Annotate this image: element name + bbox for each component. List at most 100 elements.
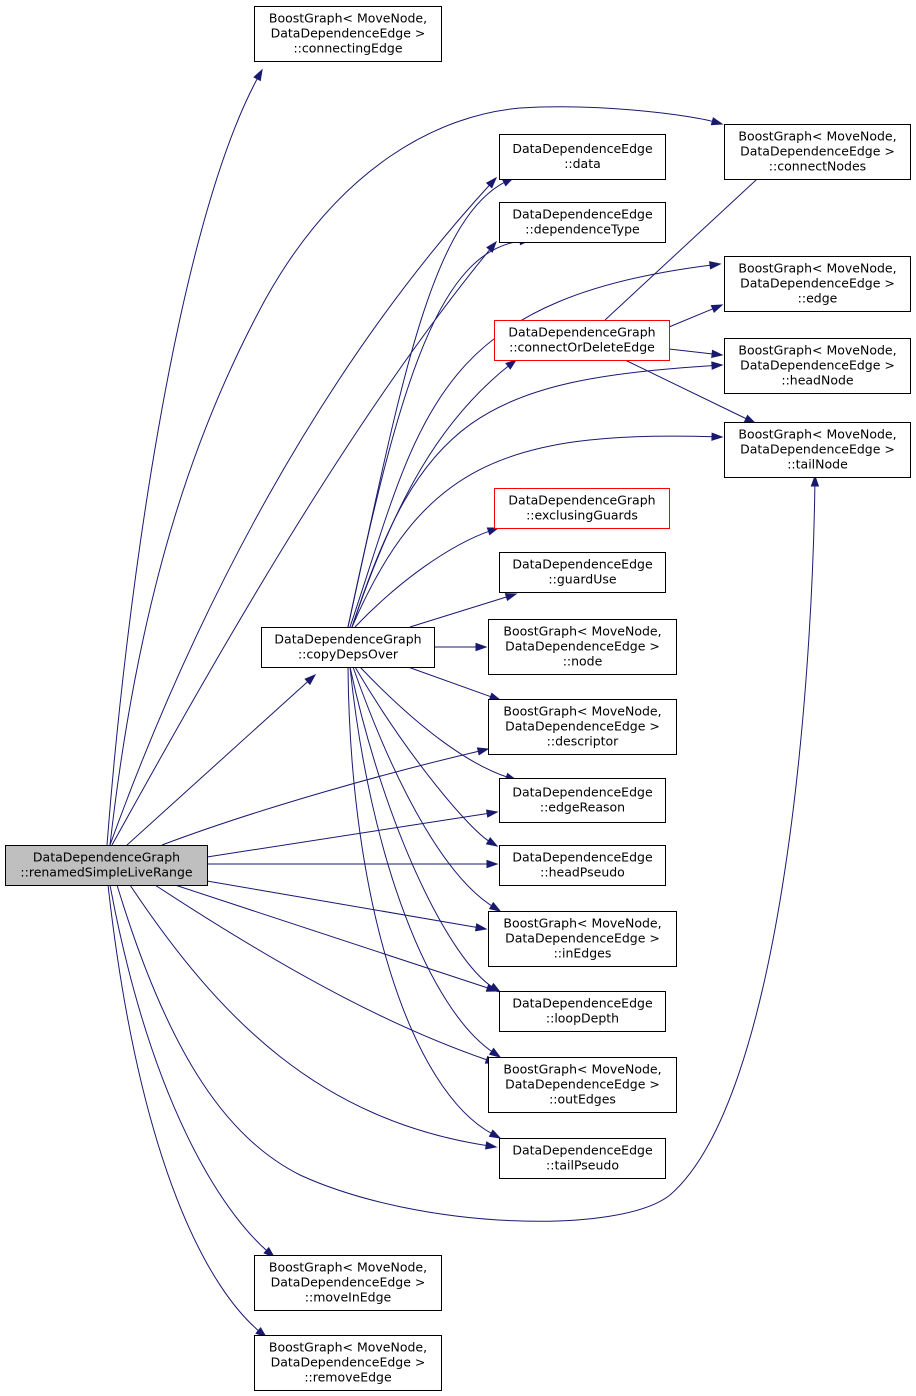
edge-copy-deps-over-to-exclusing-guards: [354, 527, 500, 628]
node-label-line: BoostGraph< MoveNode,: [738, 261, 896, 276]
node-copy-deps-over[interactable]: DataDependenceGraph::copyDepsOver: [261, 627, 435, 668]
node-label-line: BoostGraph< MoveNode,: [503, 1062, 661, 1077]
node-box: [724, 124, 911, 180]
arrow-head-icon: [711, 349, 724, 359]
arrow-head-icon: [485, 176, 498, 189]
node-head-node[interactable]: BoostGraph< MoveNode,DataDependenceEdge …: [724, 338, 911, 394]
node-label-line: BoostGraph< MoveNode,: [269, 1260, 427, 1275]
edge-copy-deps-over-to-in-edges: [352, 666, 502, 912]
edge-renamed-simple-live-range-to-remove-edge: [107, 884, 268, 1338]
edge-renamed-simple-live-range-to-connect-nodes: [109, 106, 724, 846]
edge-line: [126, 679, 310, 846]
node-label-line: DataDependenceEdge >: [505, 639, 660, 654]
node-label-line: DataDependenceEdge: [512, 557, 653, 572]
edge-line: [668, 348, 715, 355]
node-move-in-edge[interactable]: BoostGraph< MoveNode,DataDependenceEdge …: [254, 1255, 442, 1311]
edge-connect-or-delete-edge-to-edge: [668, 304, 724, 328]
edge-line: [352, 666, 494, 908]
edge-line: [668, 307, 715, 328]
node-label-line: ::guardUse: [548, 572, 616, 587]
edge-line: [349, 264, 713, 628]
node-label-line: ::exclusingGuards: [526, 508, 638, 523]
arrow-head-icon: [486, 859, 499, 869]
node-label-line: BoostGraph< MoveNode,: [738, 343, 896, 358]
arrow-head-icon: [488, 901, 502, 912]
edge-renamed-simple-live-range-to-descriptor: [161, 747, 490, 846]
arrow-head-icon: [475, 642, 488, 652]
node-label-line: BoostGraph< MoveNode,: [269, 11, 427, 26]
arrow-head-icon: [253, 68, 263, 82]
node-box: [499, 1138, 666, 1179]
edge-renamed-simple-live-range-to-edge-reason: [206, 809, 499, 858]
node-label-line: ::copyDepsOver: [298, 647, 399, 662]
node-edge[interactable]: BoostGraph< MoveNode,DataDependenceEdge …: [724, 256, 911, 312]
node-node[interactable]: BoostGraph< MoveNode,DataDependenceEdge …: [488, 619, 677, 675]
arrow-head-icon: [488, 692, 502, 701]
arrow-head-icon: [709, 261, 722, 270]
edge-connect-or-delete-edge-to-head-node: [668, 348, 724, 359]
edge-line: [106, 76, 259, 846]
node-label-line: ::dependenceType: [525, 222, 640, 237]
edge-line: [116, 483, 816, 1222]
node-label-line: DataDependenceEdge: [512, 850, 653, 865]
node-data[interactable]: DataDependenceEdge::data: [499, 134, 666, 180]
edge-renamed-simple-live-range-to-tail-node: [116, 474, 820, 1222]
node-connect-nodes[interactable]: BoostGraph< MoveNode,DataDependenceEdge …: [724, 124, 911, 180]
node-exclusing-guards[interactable]: DataDependenceGraph::exclusingGuards: [494, 488, 670, 529]
node-head-pseudo[interactable]: DataDependenceEdge::headPseudo: [499, 845, 666, 886]
node-label-line: ::node: [563, 654, 603, 669]
node-box: [254, 6, 442, 62]
edge-line: [154, 884, 489, 1061]
node-label-line: ::connectingEdge: [293, 41, 402, 56]
arrow-head-icon: [488, 1129, 502, 1139]
node-label-line: DataDependenceEdge: [512, 996, 653, 1011]
node-label-line: BoostGraph< MoveNode,: [738, 427, 896, 442]
node-remove-edge[interactable]: BoostGraph< MoveNode,DataDependenceEdge …: [254, 1335, 442, 1391]
node-box: [488, 911, 677, 967]
edge-renamed-simple-live-range-to-head-pseudo: [207, 859, 499, 869]
node-label-line: DataDependenceEdge >: [505, 1077, 660, 1092]
node-box: [488, 619, 677, 675]
node-label-line: DataDependenceEdge: [512, 1143, 653, 1158]
node-label-line: DataDependenceEdge >: [271, 1275, 426, 1290]
node-connecting-edge[interactable]: BoostGraph< MoveNode,DataDependenceEdge …: [254, 6, 442, 62]
edge-line: [347, 240, 523, 628]
node-label-line: DataDependenceEdge >: [740, 144, 895, 159]
node-guard-use[interactable]: DataDependenceEdge::guardUse: [499, 552, 666, 593]
edge-line: [604, 161, 777, 321]
edge-copy-deps-over-to-tail-node: [351, 432, 724, 628]
node-box: [499, 552, 666, 593]
edge-copy-deps-over-to-tail-pseudo: [347, 666, 502, 1139]
node-label-line: ::descriptor: [547, 734, 620, 749]
node-label-line: ::moveInEdge: [305, 1290, 392, 1305]
edge-line: [109, 106, 715, 846]
node-label-line: DataDependenceEdge: [512, 785, 653, 800]
node-out-edges[interactable]: BoostGraph< MoveNode,DataDependenceEdge …: [488, 1057, 677, 1113]
node-box: [499, 134, 666, 180]
edge-line: [409, 595, 509, 628]
node-renamed-simple-live-range[interactable]: DataDependenceGraph::renamedSimpleLiveRa…: [5, 845, 208, 886]
node-label-line: BoostGraph< MoveNode,: [269, 1340, 427, 1355]
node-dependence-type[interactable]: DataDependenceEdge::dependenceType: [499, 202, 666, 243]
node-box: [724, 338, 911, 394]
node-descriptor[interactable]: BoostGraph< MoveNode,DataDependenceEdge …: [488, 699, 677, 755]
node-in-edges[interactable]: BoostGraph< MoveNode,DataDependenceEdge …: [488, 911, 677, 967]
edge-line: [129, 884, 489, 1147]
node-box: [494, 488, 670, 529]
node-label-line: DataDependenceEdge >: [505, 931, 660, 946]
node-label-line: DataDependenceGraph: [508, 493, 655, 508]
node-label-line: DataDependenceEdge: [512, 141, 653, 156]
node-loop-depth[interactable]: DataDependenceEdge::loopDepth: [499, 991, 666, 1032]
node-label-line: DataDependenceGraph: [508, 325, 655, 340]
node-box: [254, 1335, 442, 1391]
node-label-line: ::renamedSimpleLiveRange: [20, 865, 192, 880]
edge-line: [111, 247, 492, 846]
node-box: [5, 845, 208, 886]
node-tail-node[interactable]: BoostGraph< MoveNode,DataDependenceEdge …: [724, 422, 911, 478]
arrow-head-icon: [810, 474, 820, 487]
node-label-line: DataDependenceEdge >: [740, 358, 895, 373]
node-edge-reason[interactable]: DataDependenceEdge::edgeReason: [499, 778, 666, 823]
edge-copy-deps-over-to-out-edges: [349, 666, 502, 1058]
node-connect-or-delete-edge[interactable]: DataDependenceGraph::connectOrDeleteEdge: [494, 320, 670, 361]
node-tail-pseudo[interactable]: DataDependenceEdge::tailPseudo: [499, 1138, 666, 1179]
